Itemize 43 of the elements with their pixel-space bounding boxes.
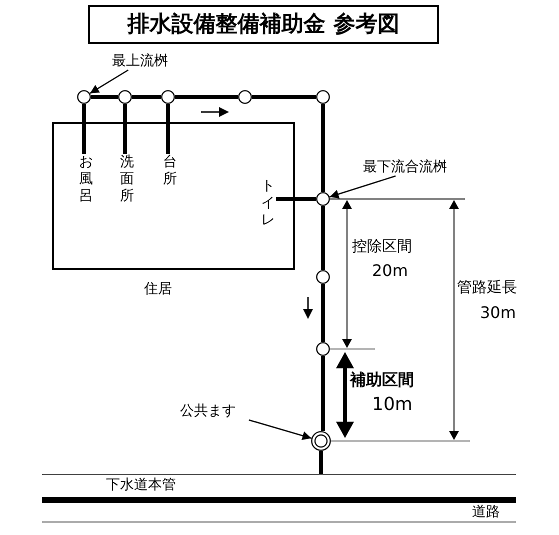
callout-text: 最上流桝 [112,52,174,70]
fixture-label: 洗面所 [119,154,135,208]
drain-pipe [319,451,323,474]
dimension-label: 管路延長 [457,279,517,295]
public-manhole-icon [311,431,331,451]
drain-pipe [82,104,86,154]
house-label: 住居 [144,280,172,298]
dimension-label: 控除区間 [352,238,412,254]
manhole-circle [161,90,175,104]
manhole-circle [118,90,132,104]
fixture-label: 台所 [162,154,178,190]
manhole-circle [238,90,252,104]
dimension-label: 道路 [472,504,500,520]
drain-pipe [166,104,170,154]
drain-pipe [91,95,118,99]
drain-pipe [321,104,325,192]
leader-arrow [329,175,396,198]
drain-pipe [276,197,316,201]
manhole-circle [316,342,330,356]
leader-arrow [90,69,129,94]
drain-pipe [132,95,161,99]
dimension-label: 10m [372,397,412,413]
fixture-label: お風呂 [78,154,94,208]
manhole-circle [316,270,330,284]
drain-pipe [175,95,238,99]
leader-arrow [248,419,312,440]
dimension-label: 20m [372,263,408,279]
callout-text: 最下流合流桝 [363,158,485,176]
sewer-main [42,474,516,503]
manhole-circle [316,192,330,206]
dimension-label: 30m [480,305,516,321]
title: 排水設備整備補助金 参考図 [88,5,439,44]
drain-pipe [321,206,325,270]
manhole-circle [77,90,91,104]
drain-pipe [321,356,325,431]
callout-text: 公共ます [180,402,256,420]
sewer-main-label: 下水道本管 [106,476,176,494]
drain-pipe [123,104,127,154]
drain-pipe [321,284,325,342]
drain-pipe [252,95,316,99]
dimension-label: 補助区間 [350,372,414,388]
manhole-circle [316,90,330,104]
fixture-label: トイレ [260,178,276,224]
